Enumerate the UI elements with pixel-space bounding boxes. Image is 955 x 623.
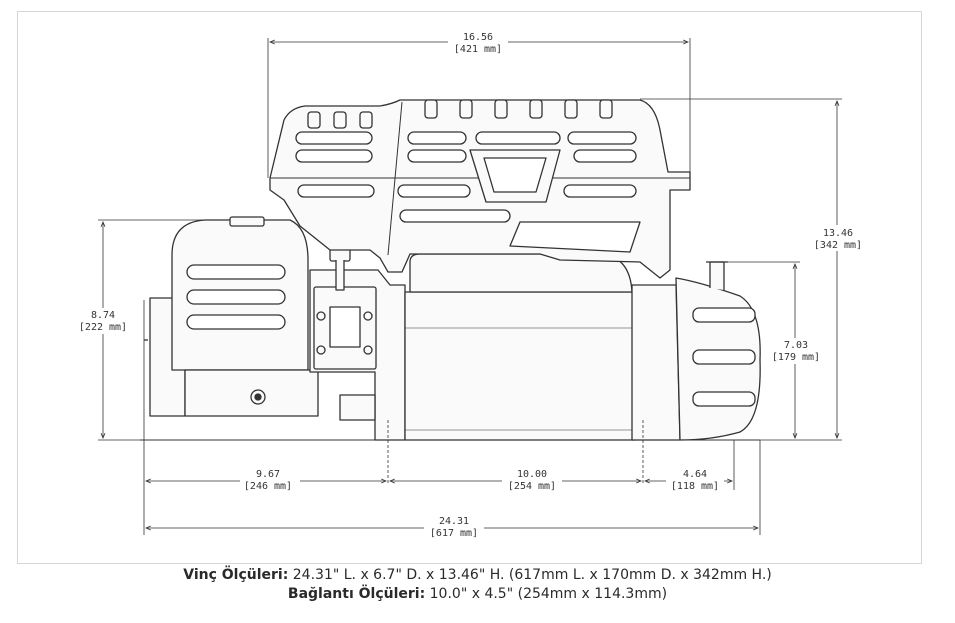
winch-dimensions-line: Vinç Ölçüleri: 24.31" L. x 6.7" D. x 13.… (0, 566, 955, 585)
dim-motor-height-mm: [222 mm] (79, 322, 127, 333)
cable-drum (404, 291, 636, 441)
right-bracket (631, 284, 681, 441)
terminal-posts (307, 99, 613, 129)
dim-drum-height-in: 7.03 (784, 340, 808, 351)
dim-overall-width-mm: [421 mm] (454, 44, 502, 55)
dim-left-offset-in: 9.67 (256, 469, 280, 480)
winch-body (140, 99, 761, 441)
mount-dimensions-label: Bağlantı Ölçüleri: (287, 586, 426, 602)
caption: Vinç Ölçüleri: 24.31" L. x 6.7" D. x 13.… (0, 566, 955, 604)
winch-dimension-drawing: 16.56 [421 mm] 13.46 [342 mm] 7.03 [179 … (78, 32, 863, 539)
winch-dimensions-label: Vinç Ölçüleri: (183, 567, 289, 583)
dim-drum-height-mm: [179 mm] (772, 352, 820, 363)
dim-overall-length-in: 24.31 (439, 516, 469, 527)
dim-overall-height-mm: [342 mm] (814, 240, 862, 251)
mount-centerlines (387, 420, 644, 485)
cover-slots (295, 131, 637, 223)
winch-dimensions-value: 24.31" L. x 6.7" D. x 13.46" H. (617mm L… (288, 567, 772, 583)
dim-overall-length-mm: [617 mm] (430, 528, 478, 539)
mount-dimensions-line: Bağlantı Ölçüleri: 10.0" x 4.5" (254mm x… (0, 585, 955, 604)
dim-right-offset-in: 4.64 (683, 469, 707, 480)
dim-mount-spacing-in: 10.00 (517, 469, 547, 480)
diagram-frame (17, 11, 922, 564)
dim-overall-height-in: 13.46 (823, 228, 853, 239)
mount-dimensions-value: 10.0" x 4.5" (254mm x 114.3mm) (425, 586, 668, 602)
dim-left-offset-mm: [246 mm] (244, 481, 292, 492)
dim-mount-spacing-mm: [254 mm] (508, 481, 556, 492)
dim-right-offset-mm: [118 mm] (671, 481, 719, 492)
dim-motor-height-in: 8.74 (91, 310, 115, 321)
dim-overall-width-in: 16.56 (463, 32, 493, 43)
